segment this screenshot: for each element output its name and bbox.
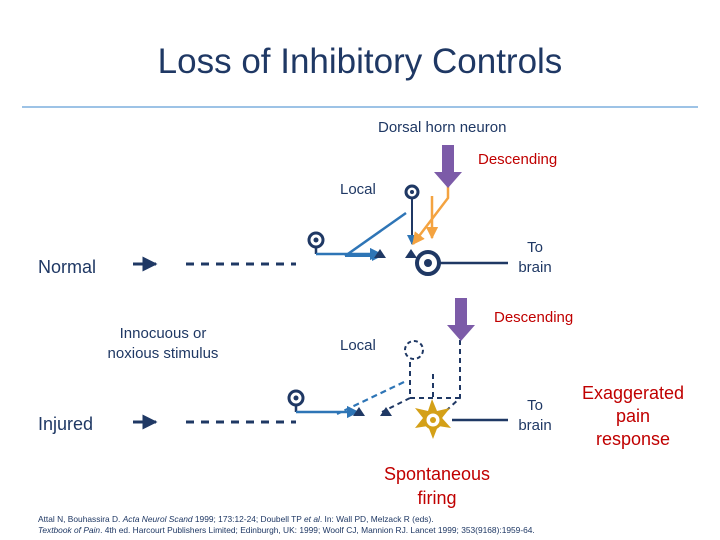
normal-descending-arrow: [434, 145, 462, 188]
injured-brain-label: brain: [518, 417, 552, 434]
stimulus-label-line1: Innocuous or: [119, 325, 207, 342]
normal-descending-label: Descending: [478, 151, 558, 168]
injured-local-label: Local: [340, 337, 376, 354]
normal-local-blue-path: [344, 211, 407, 258]
injured-synapse-1: [353, 407, 365, 416]
injured-descending-dashed: [446, 340, 461, 411]
spontaneous-label-line2: firing: [417, 488, 457, 508]
injured-to-label: To: [527, 397, 543, 414]
slide-title: Loss of Inhibitory Controls: [157, 42, 563, 81]
injured-descending-arrow: [447, 298, 475, 341]
normal-brain-label: brain: [518, 259, 552, 276]
normal-afferent-neuron: [307, 231, 383, 261]
normal-to-label: To: [527, 239, 543, 256]
injured-local-dashed: [336, 381, 405, 415]
spontaneous-label-line1: Spontaneous: [383, 464, 491, 484]
injured-local-dashed-2: [381, 362, 411, 413]
injured-circuit: [133, 298, 508, 439]
injured-synapse-2: [380, 407, 392, 416]
exaggerated-label-line2: pain: [615, 406, 651, 426]
normal-synapse-2: [405, 249, 417, 258]
reference-line-1: Attal N, Bouhassira D. Acta Neurol Scand…: [38, 514, 434, 524]
normal-circuit: [133, 145, 508, 276]
normal-local-label: Local: [340, 181, 376, 198]
references: Attal N, Bouhassira D. Acta Neurol Scand…: [38, 514, 535, 536]
reference-line-2: Textbook of Pain. 4th ed. Harcourt Publi…: [38, 525, 535, 535]
exaggerated-label-line3: response: [595, 429, 671, 449]
injured-local-interneuron: [404, 340, 424, 360]
dorsal-horn-label: Dorsal horn neuron: [378, 119, 507, 136]
normal-synapse-1: [374, 249, 386, 258]
exaggerated-label-line1: Exaggerated: [581, 383, 685, 403]
normal-descending-orange: [412, 176, 450, 245]
injured-label: Injured: [38, 414, 94, 434]
normal-label: Normal: [38, 257, 97, 277]
stimulus-label-line2: noxious stimulus: [107, 345, 219, 362]
injured-descending-label: Descending: [494, 309, 574, 326]
normal-dorsal-horn-neuron: [415, 250, 508, 276]
title-divider: [22, 106, 698, 108]
normal-local-interneuron: [404, 184, 420, 200]
injured-spontaneous-neuron: [415, 399, 508, 439]
injured-afferent-neuron: [287, 389, 360, 419]
